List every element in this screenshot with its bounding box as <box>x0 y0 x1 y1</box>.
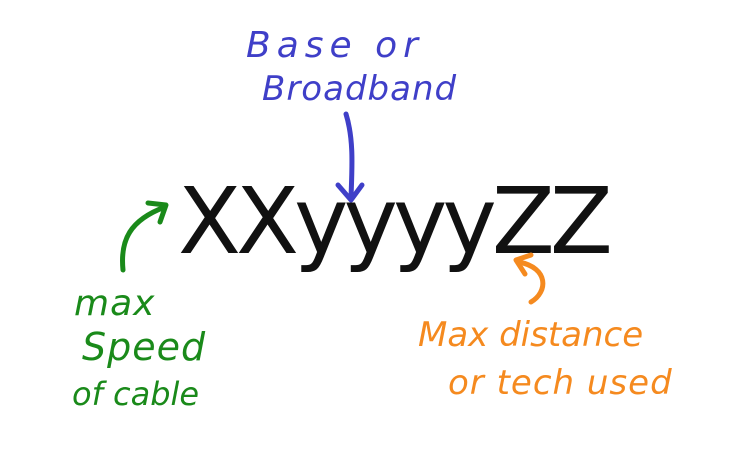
main-code-text: XXyyyyZZ <box>178 168 613 275</box>
green-arrow-shaft <box>120 204 168 273</box>
top-label-line1: Base or <box>246 25 424 66</box>
right-label-line2: or tech used <box>448 363 673 403</box>
top-label-line2: Broadband <box>262 69 458 109</box>
left-label-line2: Speed <box>82 325 207 369</box>
orange-arrow-shaft <box>516 259 546 305</box>
green-arrow-head <box>145 200 169 225</box>
left-label-line3: of cable <box>72 375 200 413</box>
blue-arrow-shaft <box>343 111 355 201</box>
orange-arrow-head <box>513 252 534 277</box>
left-label-line1: max <box>74 283 156 324</box>
right-label-line1: Max distance <box>418 315 644 355</box>
blue-arrow-head <box>335 182 365 203</box>
